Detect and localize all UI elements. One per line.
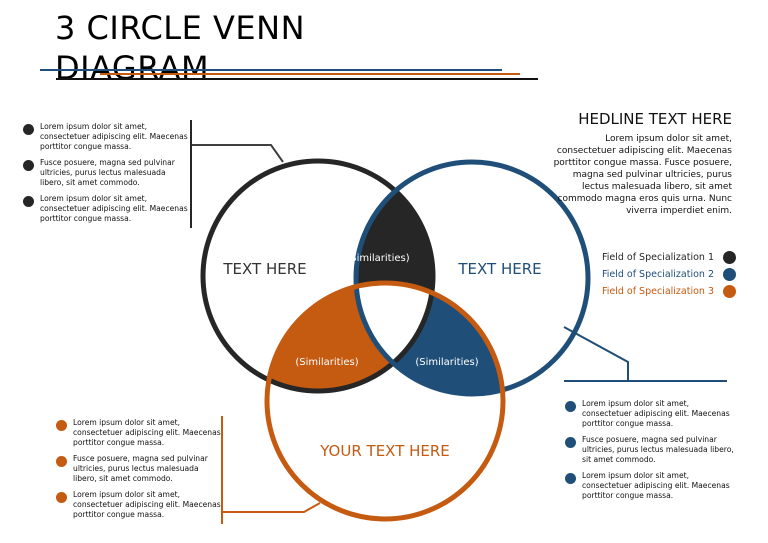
legend-label: Field of Specialization 2 (601, 269, 714, 280)
circle-left-label: TEXT HERE (222, 260, 306, 278)
bullet-dot-icon (56, 456, 67, 467)
connector-bottom-left (222, 502, 321, 513)
bullet-dot-icon (23, 124, 34, 135)
bullet-list-top-left: Lorem ipsum dolor sit amet, consectetuer… (23, 122, 188, 230)
legend-item-1: Field of Specialization 1 (602, 249, 736, 266)
circle-right (353, 159, 591, 397)
title-rule-black (56, 78, 538, 80)
bullet-text: Lorem ipsum dolor sit amet, consectetuer… (40, 122, 188, 151)
list-item: Lorem ipsum dolor sit amet, consectetuer… (56, 418, 222, 448)
bullet-dot-icon (23, 196, 34, 207)
headline: HEDLINE TEXT HERE (578, 110, 732, 128)
circle-right-label: TEXT HERE (457, 260, 541, 278)
bullet-text: Lorem ipsum dolor sit amet, consectetuer… (73, 490, 221, 519)
bullet-text: Fusce posuere, magna sed pulvinar ultric… (73, 454, 208, 483)
bullet-list-bottom-right: Lorem ipsum dolor sit amet, consectetuer… (565, 399, 735, 507)
overlap-right-bottom (356, 283, 503, 394)
bullet-dot-icon (565, 473, 576, 484)
bullet-dot-icon (23, 160, 34, 171)
title-rule-orange (100, 73, 520, 75)
bullet-text: Lorem ipsum dolor sit amet, consectetuer… (582, 471, 730, 500)
list-item: Lorem ipsum dolor sit amet, consectetuer… (23, 194, 188, 224)
circle-bottom-label: YOUR TEXT HERE (319, 442, 450, 460)
connector-right (563, 326, 629, 381)
headline-body-text: Lorem ipsum dolor sit amet, consectetuer… (553, 134, 732, 216)
list-item: Fusce posuere, magna sed pulvinar ultric… (565, 435, 735, 465)
legend-dot-icon (723, 285, 736, 298)
circle-left (200, 158, 436, 394)
bullet-text: Fusce posuere, magna sed pulvinar ultric… (582, 435, 734, 464)
title-line-1: 3 CIRCLE VENN (55, 9, 305, 47)
list-item: Lorem ipsum dolor sit amet, consectetuer… (565, 471, 735, 501)
overlap-left-bottom (267, 283, 433, 391)
legend-label: Field of Specialization 1 (601, 252, 714, 263)
list-item: Lorem ipsum dolor sit amet, consectetuer… (23, 122, 188, 152)
bullet-text: Lorem ipsum dolor sit amet, consectetuer… (73, 418, 221, 447)
legend-item-3: Field of Specialization 3 (602, 283, 736, 300)
bullet-list-bottom-left: Lorem ipsum dolor sit amet, consectetuer… (56, 418, 222, 526)
bullet-dot-icon (56, 420, 67, 431)
title-line-2: DIAGRAM (55, 49, 210, 87)
bullet-dot-icon (56, 492, 67, 503)
legend-label: Field of Specialization 3 (601, 286, 714, 297)
bullet-dot-icon (565, 437, 576, 448)
legend-dot-icon (723, 251, 736, 264)
page-title: 3 CIRCLE VENN DIAGRAM (55, 8, 305, 88)
legend-item-2: Field of Specialization 2 (602, 266, 736, 283)
bullet-text: Fusce posuere, magna sed pulvinar ultric… (40, 158, 175, 187)
bullet-text: Lorem ipsum dolor sit amet, consectetuer… (40, 194, 188, 223)
list-item: Lorem ipsum dolor sit amet, consectetuer… (565, 399, 735, 429)
bullet-text: Lorem ipsum dolor sit amet, consectetuer… (582, 399, 730, 428)
list-item: Fusce posuere, magna sed pulvinar ultric… (23, 158, 188, 188)
overlap-bottom-left-label: (Similarities) (295, 357, 358, 368)
bullet-dot-icon (565, 401, 576, 412)
legend: Field of Specialization 1 Field of Speci… (602, 249, 736, 300)
connector-top-left (191, 144, 284, 163)
title-rule-blue (40, 69, 502, 71)
overlap-top-label: (Similarities) (346, 253, 409, 264)
legend-dot-icon (723, 268, 736, 281)
list-item: Lorem ipsum dolor sit amet, consectetuer… (56, 490, 222, 520)
list-item: Fusce posuere, magna sed pulvinar ultric… (56, 454, 222, 484)
circle-bottom (264, 280, 506, 522)
overlap-bottom-right-label: (Similarities) (415, 357, 478, 368)
